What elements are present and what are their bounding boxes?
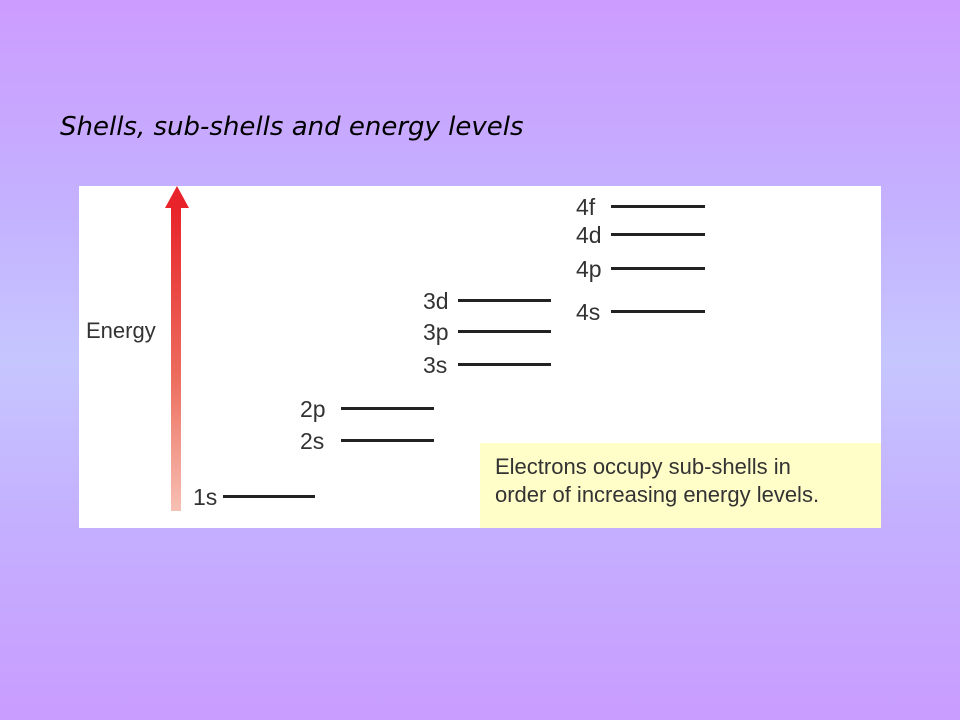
level-line-4d [611, 233, 705, 236]
level-line-3d [458, 299, 551, 302]
note-line-1: Electrons occupy sub-shells in [495, 454, 791, 479]
note-box: Electrons occupy sub-shells in order of … [480, 443, 881, 528]
energy-arrow-icon [165, 186, 189, 511]
level-line-4p [611, 267, 705, 270]
level-label-2p: 2p [300, 396, 326, 422]
level-label-4p: 4p [576, 256, 602, 282]
level-line-3s [458, 363, 551, 366]
level-line-4s [611, 310, 705, 313]
level-label-3p: 3p [423, 319, 449, 345]
level-label-4f: 4f [576, 194, 596, 220]
level-label-4s: 4s [576, 299, 601, 325]
level-label-4d: 4d [576, 222, 602, 248]
level-line-4f [611, 205, 705, 208]
level-label-3d: 3d [423, 288, 449, 314]
level-line-3p [458, 330, 551, 333]
level-label-3s: 3s [423, 352, 448, 378]
level-label-1s: 1s [193, 484, 218, 510]
energy-axis-label: Energy [86, 318, 156, 343]
slide-title: Shells, sub-shells and energy levels [60, 112, 524, 142]
level-line-2s [341, 439, 434, 442]
level-label-2s: 2s [300, 428, 325, 454]
level-line-2p [341, 407, 434, 410]
level-line-1s [223, 495, 315, 498]
note-line-2: order of increasing energy levels. [495, 482, 820, 507]
